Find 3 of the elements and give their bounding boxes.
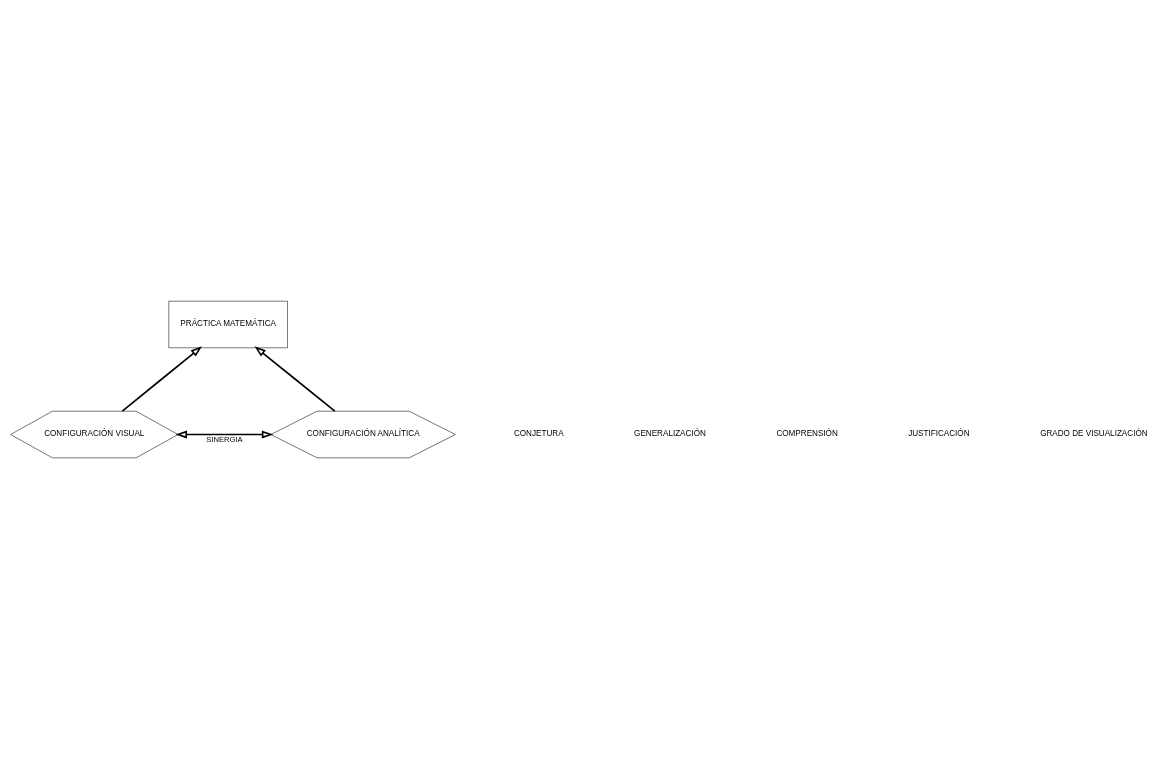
- arrow: [175, 430, 274, 438]
- arrow: [121, 345, 203, 412]
- arrow: [254, 345, 336, 412]
